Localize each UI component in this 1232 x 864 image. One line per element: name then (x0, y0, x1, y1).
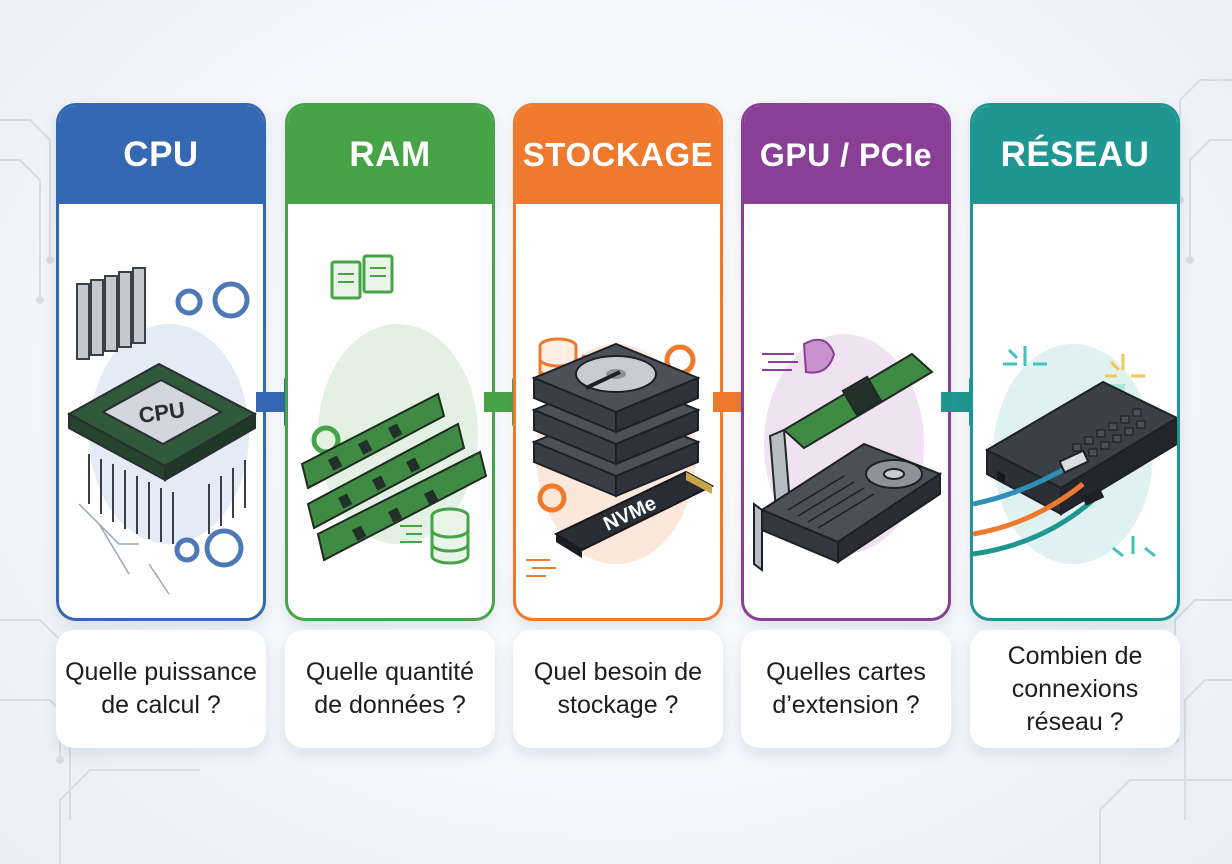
pcie-card-icon (768, 352, 934, 512)
caption-gpu: Quelles cartes d’extension ? (741, 630, 951, 748)
caption-reseau: Combien de connexions réseau ? (970, 630, 1180, 748)
gear-icon (174, 281, 250, 568)
card-title-reseau: RÉSEAU (973, 106, 1177, 204)
question-stockage: Quel besoin de stockage ? (533, 658, 703, 719)
question-cpu: Quelle puissance de calcul ? (65, 658, 257, 719)
caption-ram: Quelle quantité de données ? (285, 630, 495, 748)
card-gpu-pcie: GPU / PCIe (741, 103, 951, 621)
ram-illustration (288, 204, 492, 618)
cpu-illustration: CPU (59, 204, 263, 618)
question-gpu: Quelles cartes d’extension ? (766, 658, 926, 719)
card-title-gpu: GPU / PCIe (744, 106, 948, 204)
storage-illustration: NVMe (516, 204, 720, 618)
sparkle-icon (802, 338, 836, 374)
nvme-ssd-icon (553, 470, 715, 558)
question-reseau: Combien de connexions réseau ? (1007, 641, 1143, 736)
document-icon (330, 254, 394, 300)
card-title-ram: RAM (288, 106, 492, 204)
heatsink-icon (76, 267, 146, 360)
gpu-illustration (744, 204, 948, 618)
caption-cpu: Quelle puissance de calcul ? (56, 630, 266, 748)
hard-drive-icon (531, 342, 701, 498)
gpu-card-icon (753, 442, 943, 572)
card-reseau: RÉSEAU (970, 103, 1180, 621)
card-stockage: STOCKAGE (513, 103, 723, 621)
network-switch-icon (984, 380, 1177, 516)
card-ram: RAM (285, 103, 495, 621)
card-cpu: CPU CPU (56, 103, 266, 621)
network-illustration (973, 204, 1177, 618)
card-title-cpu: CPU (59, 106, 263, 204)
network-cable-icon (973, 461, 1095, 557)
caption-stockage: Quel besoin de stockage ? (513, 630, 723, 748)
question-ram: Quelle quantité de données ? (305, 658, 475, 719)
gear-icon (537, 483, 567, 513)
database-icon (430, 507, 470, 565)
card-title-stockage: STOCKAGE (516, 106, 720, 204)
